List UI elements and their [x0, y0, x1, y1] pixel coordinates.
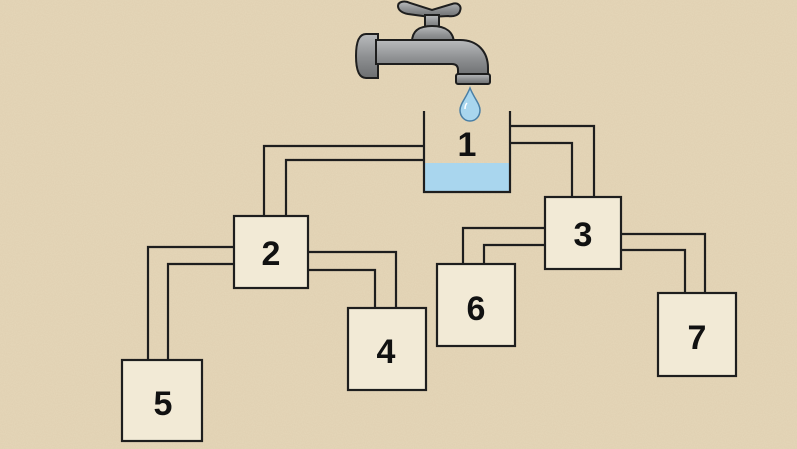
water-drop-icon [459, 85, 481, 122]
pipe-2-to-4 [308, 250, 398, 308]
container-1-water [425, 163, 509, 191]
faucet-handle [396, 0, 462, 19]
container-4-label: 4 [377, 333, 396, 371]
container-6: 6 [435, 262, 517, 348]
container-2-label: 2 [262, 235, 281, 273]
pipe-1-to-2 [262, 144, 424, 216]
pipe-3-to-6 [461, 226, 545, 264]
container-6-label: 6 [467, 290, 486, 328]
container-5-label: 5 [154, 385, 173, 423]
container-7: 7 [656, 291, 738, 378]
container-4: 4 [346, 306, 428, 392]
container-3: 3 [543, 195, 623, 271]
pipe-1-to-3 [510, 124, 596, 197]
faucet-nozzle [455, 73, 491, 85]
pipe-3-to-7 [621, 232, 707, 293]
faucet-flange [354, 33, 379, 79]
container-5: 5 [120, 358, 204, 443]
container-1-label: 1 [458, 126, 477, 164]
container-3-label: 3 [574, 216, 593, 254]
container-2: 2 [232, 214, 310, 290]
faucet-icon [354, 0, 491, 85]
pipes [146, 124, 707, 360]
container-1: 1 [422, 111, 512, 194]
pipe-2-to-5 [146, 245, 234, 360]
container-7-label: 7 [688, 319, 707, 357]
container-1-walls [422, 111, 512, 194]
